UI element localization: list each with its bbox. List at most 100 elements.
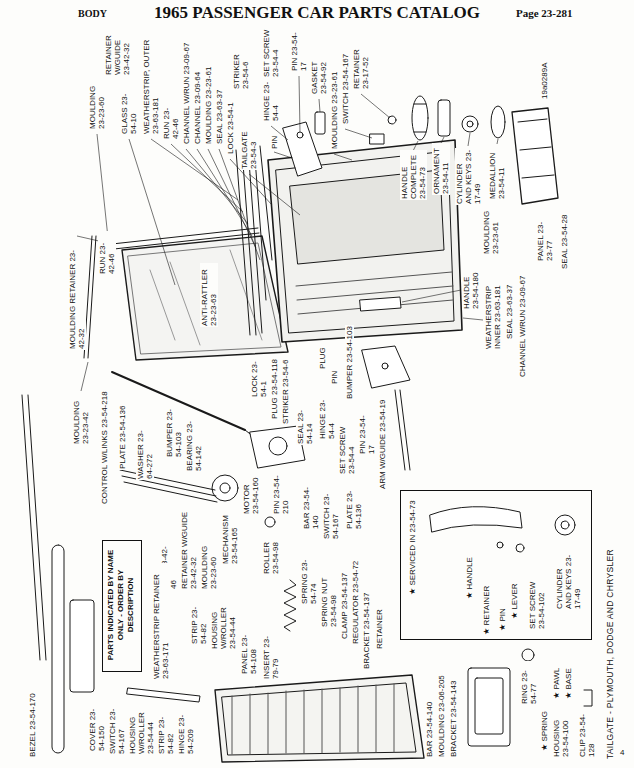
- part-label: CHANNEL 23-09-64: [193, 71, 202, 145]
- part-drawing: [232, 684, 394, 754]
- part-label: ★ BASE: [564, 667, 573, 700]
- part-label: MOULDING 23-23-61: [330, 71, 339, 150]
- part-drawing: [297, 132, 303, 138]
- leader-lines: [77, 76, 498, 391]
- part-label: MECHANISM 23-54-165: [221, 508, 239, 565]
- part-drawing: [120, 470, 217, 502]
- part-label: ★ LEVER: [510, 582, 519, 620]
- part-drawing: [220, 483, 230, 493]
- part-drawing: [518, 119, 554, 178]
- part-drawing: [438, 100, 450, 136]
- part-drawing: [70, 600, 94, 692]
- part-drawing: [276, 151, 454, 333]
- part-label: MOULDING 23-23-61: [204, 66, 213, 145]
- part-label: SPRING 23-54-74: [300, 558, 318, 605]
- part-drawing: [265, 517, 275, 527]
- part-label: PANEL 23-54-108: [240, 628, 258, 675]
- part-label: PIN 23-54-210: [272, 467, 290, 515]
- note-box: PARTS INDICATED BY NAME ONLY - ORDER BY …: [102, 540, 142, 672]
- part-label: CONTROL W/LINKS 23-54-218: [100, 390, 109, 505]
- part-drawing: [370, 134, 384, 144]
- part-label: MOULDING 23-23-61: [482, 207, 500, 255]
- part-drawing: [491, 106, 505, 138]
- part-drawing: [212, 475, 238, 501]
- part-label: CLAMP 23-54-137: [340, 572, 349, 640]
- part-label: STRIP 23-54-82: [190, 598, 208, 645]
- part-label: BEZEL 23-54-170: [28, 692, 37, 758]
- part-drawing: [150, 250, 262, 345]
- part-drawing: [296, 272, 453, 314]
- part-drawing: [412, 96, 428, 140]
- part-label: ORNAMENT 23-54-11: [432, 143, 450, 195]
- part-drawing: [414, 104, 426, 132]
- part-label: HOUSING 23-54-100: [552, 711, 570, 758]
- part-label: RING 23-54-77: [520, 661, 538, 705]
- part-label: REGULATOR 23-54-72: [351, 560, 360, 645]
- part-label: ★ PIN: [498, 607, 507, 632]
- part-label: RETAINER W/GUIDE 23-42-32: [104, 26, 131, 76]
- part-drawing: [52, 545, 64, 753]
- part-drawing: [360, 297, 401, 311]
- note-text: PARTS INDICATED BY NAME ONLY - ORDER BY …: [106, 545, 136, 665]
- part-label: BUMPER 23-54-103: [165, 406, 183, 458]
- part-label: SWITCH 23-54-167: [322, 488, 340, 540]
- part-label: ★ SPRING: [540, 710, 549, 752]
- part-label: SWITCH 23-54-167: [341, 53, 350, 125]
- part-drawing: [128, 243, 281, 354]
- part-drawing: [127, 688, 200, 702]
- part-label: RUN 23-42-46: [162, 96, 180, 140]
- part-drawing: [561, 521, 569, 529]
- part-label: ★ PAWL: [552, 667, 561, 700]
- part-drawing: [122, 236, 288, 360]
- part-label: STRIKER 23-54-6: [281, 359, 290, 425]
- part-label: TAILGATE 23-54-3: [240, 124, 258, 170]
- part-label: PIN 23-54-17: [358, 411, 376, 455]
- part-drawing: [112, 228, 259, 249]
- part-label: SET SCREW 23-54-4: [338, 423, 356, 475]
- figure-caption: TAILGATE - PLYMOUTH, DODGE AND CHRYSLER: [606, 548, 615, 760]
- part-label: PLATE 23-54-136: [345, 483, 363, 530]
- part-label: CHANNEL W/RUN 23-09-67: [182, 41, 191, 145]
- part-drawing: [22, 395, 46, 660]
- part-label: MOULDING 23-23-42: [72, 393, 90, 445]
- inset-heading: ★ SERVICED IN 23-54-73: [408, 499, 417, 596]
- part-label: WASHER 23-64-272: [136, 428, 154, 480]
- part-drawing: [584, 690, 592, 706]
- part-label: MEDALLION 23-54-11: [488, 146, 506, 200]
- part-label: LOCK 23-54-1: [226, 101, 235, 155]
- figure-number: 19a0289A: [540, 62, 549, 100]
- part-label: BAR 23-54-140: [425, 701, 434, 758]
- part-label: CLIP 23-54-128: [578, 711, 596, 758]
- page-mark: 4: [620, 748, 624, 757]
- part-label: RETAINER: [375, 608, 384, 650]
- part-label: MOULDING 23-23-60: [88, 78, 106, 130]
- part-label: RETAINER W/GUIDE 23-42-32: [180, 506, 198, 590]
- part-label: SEAL 23-54-14: [296, 398, 314, 445]
- part-label: INSERT 23-79-79: [262, 633, 280, 680]
- part-drawing: [475, 678, 503, 734]
- part-label: WEATHERSTRIP INNER 23-63-181: [484, 276, 502, 350]
- part-label: PLUG: [318, 346, 327, 370]
- part-label: CYLINDER AND KEYS 23-17-49: [455, 148, 482, 205]
- part-label: ROLLER 23-54-98: [262, 528, 280, 575]
- part-label: HINGE 23-54-209: [177, 705, 195, 755]
- part-label: HINGE 23-54-4: [318, 398, 336, 440]
- part-drawing: [430, 507, 522, 532]
- part-label: ★ RETAINER: [482, 585, 491, 636]
- part-drawing: [222, 683, 416, 755]
- part-drawing: [284, 580, 296, 631]
- part-drawing: [497, 542, 503, 548]
- part-label: PANEL 23-23-77: [536, 220, 554, 262]
- part-label: STRIP 23-54-82: [157, 708, 175, 755]
- part-label: SEAL 23-63-37: [215, 89, 224, 145]
- part-drawing: [516, 544, 524, 552]
- part-drawing: [315, 112, 325, 134]
- part-label: PIN: [330, 370, 339, 385]
- part-label: BUMPER 23-54-103: [345, 325, 354, 400]
- part-label: PIN: [270, 135, 279, 150]
- part-label: ARM W/GUIDE 23-54-19: [378, 399, 387, 490]
- part-label: ★ HANDLE: [465, 556, 474, 600]
- part-label: SET SCREW 23-54-4: [262, 26, 280, 78]
- part-label: HINGE 23-54-4: [262, 80, 280, 122]
